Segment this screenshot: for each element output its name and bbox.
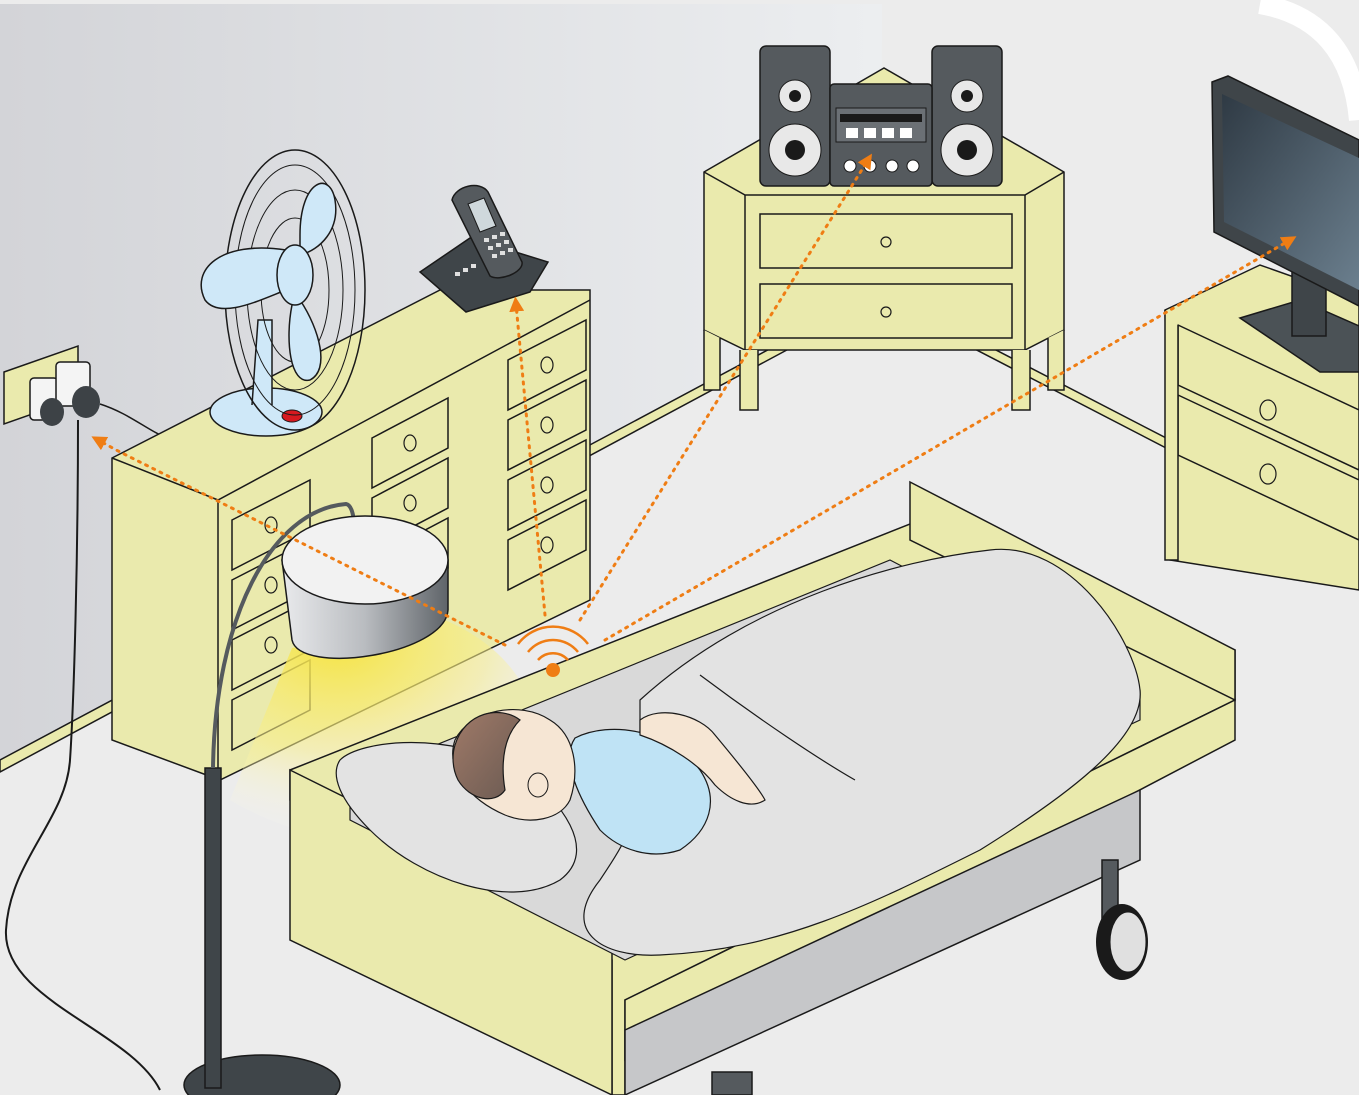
floor-lamp-icon [183,501,449,1095]
signal-path-socket [91,436,507,647]
signal-path-stereo [578,153,872,622]
television-icon [1211,75,1359,373]
power-socket-icon [3,344,211,1091]
signal-paths [91,153,1297,647]
person-icon [335,548,1141,956]
frame-corner [1258,0,1359,122]
wireless-signal-icon [517,625,589,677]
fan-icon [200,149,366,437]
cordless-phone-icon [418,184,550,313]
stereo-icon [759,45,1003,187]
